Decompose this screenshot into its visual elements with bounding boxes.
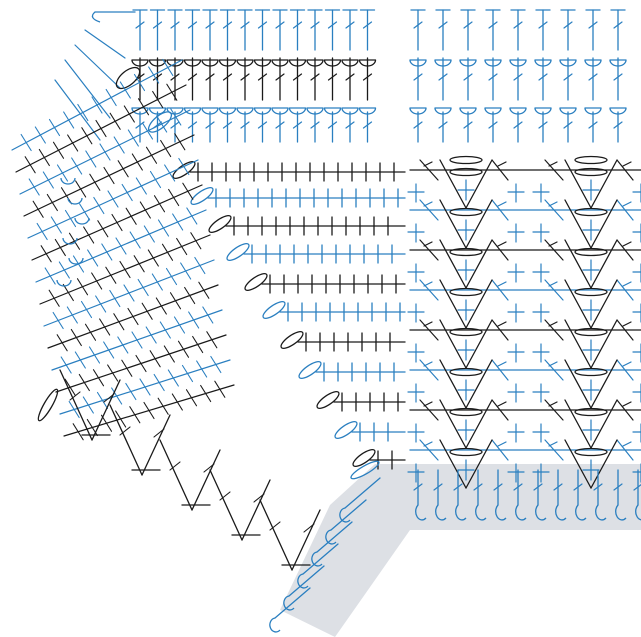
- chain-oval: [225, 241, 251, 263]
- chain-oval: [261, 299, 287, 321]
- chain-oval: [575, 157, 607, 164]
- chain-oval: [207, 213, 233, 235]
- edging-shade-region: [280, 464, 641, 637]
- chain-oval: [279, 329, 305, 351]
- bottom-left-v-clusters: [36, 370, 320, 570]
- diagonal-corner: [12, 60, 234, 440]
- chain-oval: [243, 271, 269, 293]
- chain-oval: [297, 359, 323, 381]
- straight-grid: [171, 159, 405, 469]
- chain-oval: [333, 419, 359, 441]
- v-stitch-panel: [408, 157, 641, 489]
- chain-oval: [315, 389, 341, 411]
- front-post-hook: [75, 218, 89, 224]
- front-post-hook: [270, 618, 280, 632]
- chain-oval: [189, 185, 215, 207]
- ribbed-top-band: [55, 10, 626, 142]
- chain-oval: [36, 387, 61, 422]
- chain-oval: [450, 157, 482, 164]
